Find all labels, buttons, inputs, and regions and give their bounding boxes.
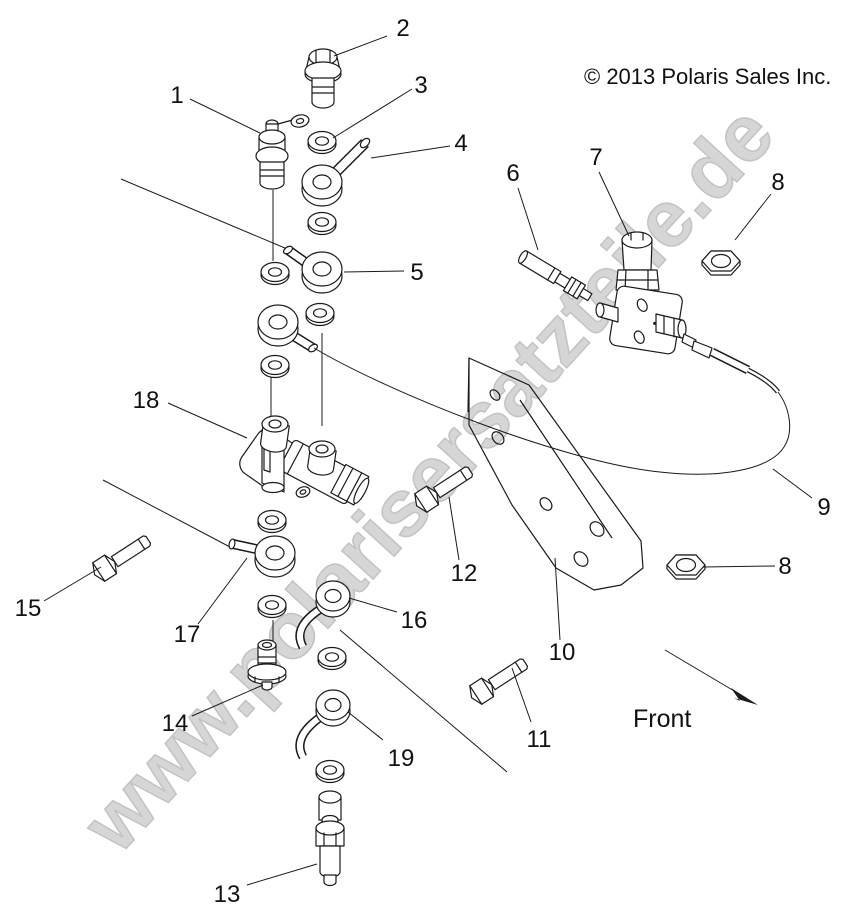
callout-10: 10	[549, 639, 576, 666]
bleeder-screw-14-drawing	[247, 639, 287, 691]
washer	[257, 509, 287, 534]
banjo-bolt-cap-drawing	[304, 48, 342, 109]
mounting-bracket-10-drawing	[467, 357, 644, 591]
washer	[315, 759, 345, 784]
front-direction: Front	[633, 649, 758, 733]
inline-fitting-6-drawing	[517, 250, 593, 302]
brake-line-banjo-16-drawing	[295, 580, 351, 650]
callout-9: 9	[817, 494, 830, 521]
callout-8-lower: 8	[778, 553, 791, 580]
washer	[305, 302, 335, 327]
hex-nut-8-upper-drawing	[701, 250, 741, 276]
washer	[257, 594, 287, 619]
inline-fitting-13-drawing	[315, 790, 345, 887]
brake-line-banjo-19-drawing	[295, 689, 351, 760]
hex-bolt-11-drawing	[464, 653, 532, 708]
watermark-text: www.polarisersatzteile.de	[65, 89, 790, 869]
master-cylinder-18-drawing	[239, 415, 370, 506]
banjo-fitting-5-drawing	[282, 245, 343, 294]
front-label: Front	[633, 705, 691, 733]
callout-12: 12	[451, 560, 478, 587]
callout-15: 15	[15, 595, 42, 622]
callout-6: 6	[506, 160, 519, 187]
callout-4: 4	[454, 130, 467, 157]
brake-line-9-drawing	[313, 333, 791, 475]
callout-7: 7	[589, 144, 602, 171]
callout-3: 3	[414, 72, 427, 99]
brake-line-banjo-4-drawing	[301, 137, 371, 207]
washer	[260, 261, 290, 286]
callout-1: 1	[170, 82, 183, 109]
callout-19: 19	[388, 745, 415, 772]
callout-2: 2	[396, 15, 409, 42]
callout-8-upper: 8	[771, 169, 784, 196]
callout-13: 13	[214, 881, 241, 908]
callout-18: 18	[133, 387, 160, 414]
callout-5: 5	[410, 259, 423, 286]
washer-3	[307, 130, 337, 155]
callout-11: 11	[527, 726, 552, 753]
callout-17: 17	[174, 621, 201, 648]
callout-labels: 1 2 3 4 5 6 7 8 8 9 10 11 12 13 14 15 16…	[15, 15, 831, 908]
washer	[260, 354, 290, 379]
hex-nut-8-lower-drawing	[666, 554, 706, 580]
washer	[307, 211, 337, 236]
washer	[317, 646, 347, 671]
leader-lines	[43, 35, 813, 886]
callout-14: 14	[162, 710, 189, 737]
banjo-fitting-17-drawing	[228, 535, 296, 578]
hex-bolt-15-drawing	[87, 530, 155, 585]
copyright-text: © 2013 Polaris Sales Inc.	[584, 64, 831, 89]
pressure-switch-drawing	[255, 114, 310, 190]
front-arrow-icon	[731, 688, 758, 705]
callout-16: 16	[401, 607, 428, 634]
banjo-fitting-flipped-drawing	[257, 304, 319, 353]
